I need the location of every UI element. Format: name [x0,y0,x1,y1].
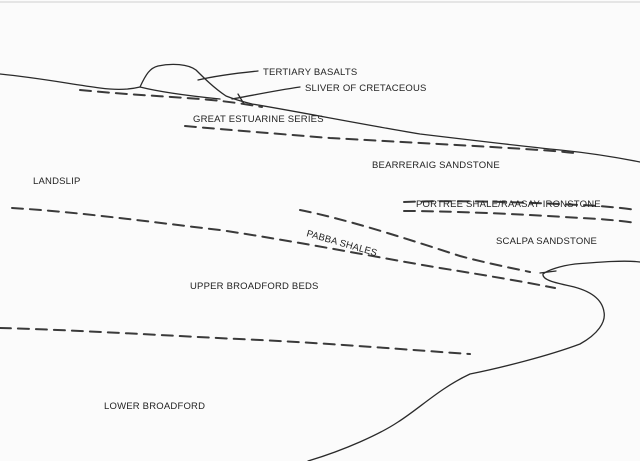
contact-portree-shale-top [403,200,637,211]
label-tertiary-basalts: TERTIARY BASALTS [263,67,357,78]
contact-lower-broadford-top [0,327,471,355]
label-landslip: LANDSLIP [33,176,81,187]
label-bearreraig-sandstone: BEARRERAIG SANDSTONE [372,160,500,171]
label-portree-shale-raasay-ironstone: PORTREE SHALE/RAASAY IRONSTONE [416,199,601,210]
contact-basalt-base [79,89,263,108]
leader-line-sliver-cretaceous [231,86,301,100]
cliff-tick-mark [539,270,557,274]
contact-upper-broadford-top [11,207,556,289]
cliff-face-line [307,260,640,461]
label-lower-broadford: LOWER BROADFORD [104,401,205,412]
label-upper-broadford-beds: UPPER BROADFORD BEDS [190,281,319,292]
label-sliver-of-cretaceous: SLIVER OF CRETACEOUS [305,83,427,94]
basalt-outcrop-base-line [139,86,221,100]
leader-line-cretaceous-tick [237,93,245,105]
contact-portree-shale-base [403,210,637,224]
label-great-estuarine-series: GREAT ESTUARINE SERIES [193,114,324,125]
ground-surface-line [0,63,640,163]
contact-great-estuarine-base [184,125,575,154]
label-pabba-shales: PABBA SHALES [305,228,378,259]
contact-pabba-shales-top [299,209,531,273]
leader-line-tertiary-basalts [197,70,259,81]
label-scalpa-sandstone: SCALPA SANDSTONE [496,236,597,247]
